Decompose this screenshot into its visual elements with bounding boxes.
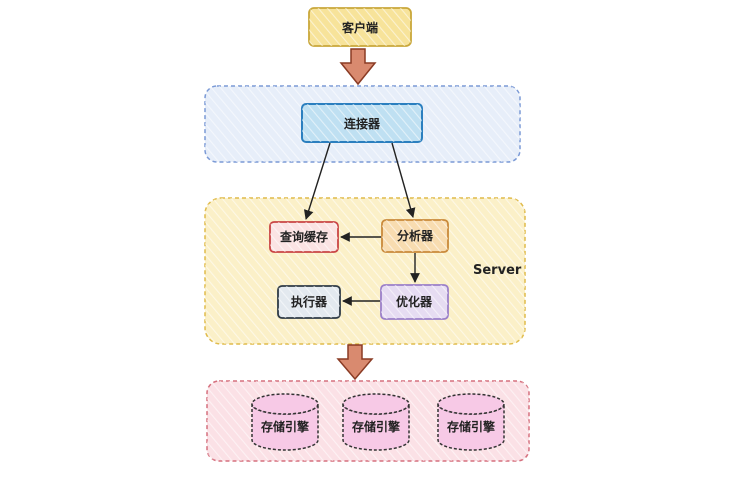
query-cache-node: 查询缓存 xyxy=(269,221,339,253)
connector-label: 连接器 xyxy=(344,116,381,131)
query-cache-label: 查询缓存 xyxy=(279,229,328,244)
flow-connectors xyxy=(303,142,420,306)
storage-engine-label: 存储引擎 xyxy=(351,419,400,434)
storage-engine-label: 存储引擎 xyxy=(260,419,309,434)
executor-label: 执行器 xyxy=(291,294,328,309)
flow-arrow-server-to-storage xyxy=(336,344,374,381)
analyzer-label: 分析器 xyxy=(397,228,434,243)
executor-node: 执行器 xyxy=(277,285,341,319)
storage-engines: 存储引擎 存储引擎 存储引擎 xyxy=(251,393,505,451)
arrow-connector-to-query-cache xyxy=(303,142,331,220)
client-node: 客户端 xyxy=(308,7,412,47)
arrow-connector-to-analyzer xyxy=(391,142,416,218)
storage-engine-cylinder: 存储引擎 xyxy=(342,393,410,451)
storage-engine-label: 存储引擎 xyxy=(446,419,495,434)
storage-engine-cylinder: 存储引擎 xyxy=(251,393,319,451)
cylinder-top xyxy=(342,393,410,415)
flow-arrow-client-to-connector xyxy=(339,48,377,86)
optimizer-node: 优化器 xyxy=(380,284,449,320)
optimizer-label: 优化器 xyxy=(396,294,433,309)
analyzer-node: 分析器 xyxy=(381,219,449,253)
connector-node: 连接器 xyxy=(301,103,423,143)
server-layer: Server xyxy=(204,197,526,345)
server-label: Server xyxy=(473,263,522,278)
cylinder-top xyxy=(251,393,319,415)
cylinder-top xyxy=(437,393,505,415)
storage-engine-cylinder: 存储引擎 xyxy=(437,393,505,451)
client-label: 客户端 xyxy=(341,20,378,35)
